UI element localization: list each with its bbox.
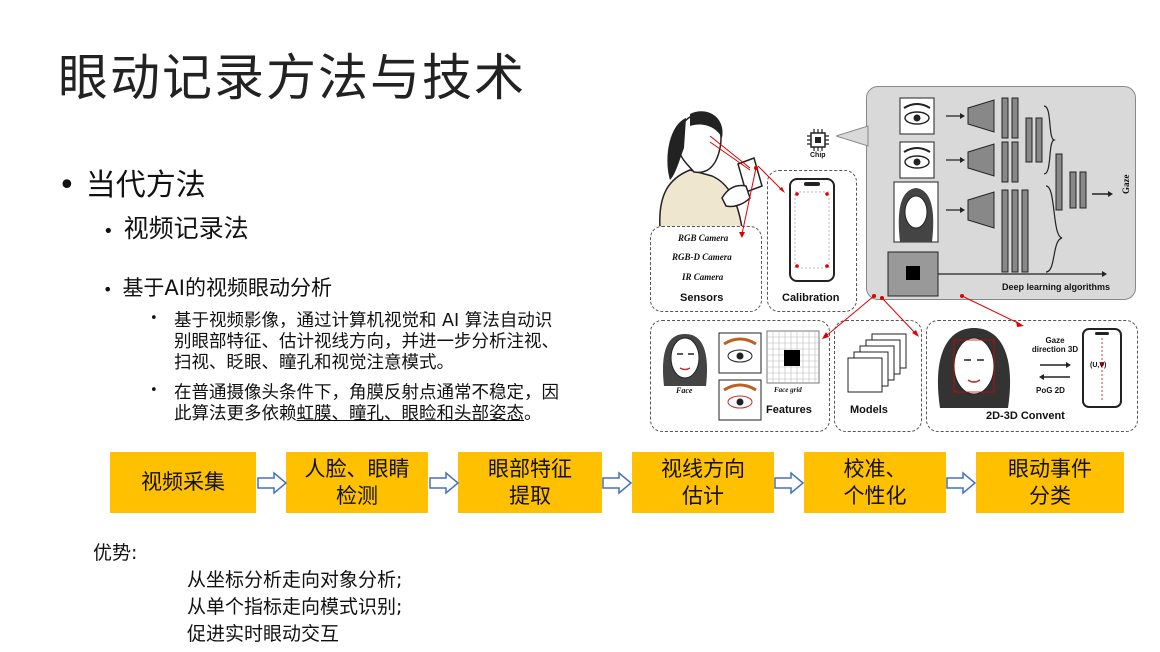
sub-bullet-1-line: 别眼部特征、估计视线方向，并进一步分析注视、 bbox=[174, 332, 559, 352]
flow-step-label: 眼动事件 bbox=[1008, 456, 1092, 481]
gaze-direction-line: Gaze bbox=[1045, 336, 1065, 345]
chip-icon bbox=[807, 129, 829, 151]
sub-bullet-1-line: 基于视频影像，通过计算机视觉和 AI 算法自动识 bbox=[174, 311, 553, 331]
cnn-architecture-icon bbox=[887, 97, 1113, 297]
face-grid-label: Face grid bbox=[774, 386, 802, 394]
flow-step-3: 眼部特征提取 bbox=[458, 452, 602, 513]
bullet-dot: • bbox=[150, 311, 158, 326]
face-landmarks-icon bbox=[937, 328, 1011, 408]
underlined-text: 虹膜、瞳孔、眼睑和头部姿态 bbox=[296, 404, 525, 424]
flow-step-2: 人脸、眼睛检测 bbox=[286, 452, 428, 513]
bidirectional-arrow-icon bbox=[1039, 362, 1071, 380]
face-icon bbox=[662, 334, 708, 386]
flow-step-label: 分类 bbox=[1029, 483, 1071, 508]
sensors-panel bbox=[650, 226, 762, 312]
text-span: 。 bbox=[524, 404, 542, 424]
stacked-models-icon bbox=[847, 333, 907, 393]
bullet-video-recording: • 视频记录法 bbox=[103, 209, 249, 245]
phone-calibration-icon bbox=[789, 178, 835, 282]
flow-arrow-icon bbox=[946, 471, 977, 495]
face-grid-icon bbox=[766, 330, 820, 384]
callout-pointer-icon bbox=[836, 125, 869, 147]
bullet-text: 视频记录法 bbox=[123, 214, 249, 243]
bullet-dot: • bbox=[103, 280, 113, 299]
sub-bullet-1-line: 扫视、眨眼、瞳孔和视觉注意模式。 bbox=[174, 353, 454, 373]
flow-step-label: 校准、 bbox=[843, 456, 907, 481]
flow-arrow-icon bbox=[602, 471, 633, 495]
bullet-ai-analysis: • 基于AI的视频眼动分析 bbox=[103, 272, 332, 302]
gaze-direction-line: direction 3D bbox=[1031, 345, 1079, 354]
convent-title: 2D-3D Convent bbox=[986, 410, 1065, 422]
models-title: Models bbox=[850, 404, 888, 416]
red-connector-arrows-icon bbox=[739, 165, 1024, 339]
sub-bullet-2-line: 在普通摄像头条件下，角膜反射点通常不稳定，因 bbox=[174, 383, 559, 403]
person-holding-phone-icon bbox=[659, 111, 763, 228]
bullet-text: 基于AI的视频眼动分析 bbox=[122, 276, 332, 300]
flow-step-label: 提取 bbox=[509, 483, 551, 508]
bullet-dot: • bbox=[58, 168, 76, 203]
page-title: 眼动记录方法与技术 bbox=[58, 49, 526, 107]
flow-step-label: 估计 bbox=[682, 483, 724, 508]
flow-step-label: 人脸、眼睛 bbox=[304, 456, 410, 481]
eye-tracking-pipeline-figure: Chip RGB Camera RGB-D Camera IR Camera S… bbox=[650, 86, 1140, 432]
flow-step-6: 眼动事件分类 bbox=[976, 452, 1124, 513]
flow-step-label: 个性化 bbox=[843, 483, 907, 508]
flow-step-1: 视频采集 bbox=[110, 452, 256, 513]
sensor-rgbd-camera: RGB-D Camera bbox=[672, 252, 732, 262]
flow-step-5: 校准、个性化 bbox=[804, 452, 946, 513]
advantage-item: 促进实时眼动交互 bbox=[187, 623, 340, 645]
flow-step-label: 检测 bbox=[336, 483, 378, 508]
sub-bullet-2-line: 此算法更多依赖虹膜、瞳孔、眼睑和头部姿态。 bbox=[174, 404, 644, 425]
bullet-dot: • bbox=[150, 383, 158, 398]
advantage-item: 从坐标分析走向对象分析; bbox=[187, 569, 403, 591]
sensors-title: Sensors bbox=[680, 292, 724, 304]
advantage-item: 从单个指标走向模式识别; bbox=[187, 596, 403, 618]
sensor-rgb-camera: RGB Camera bbox=[678, 233, 729, 243]
flow-step-label: 视频采集 bbox=[141, 470, 225, 494]
flow-step-4: 视线方向估计 bbox=[632, 452, 774, 513]
bullet-dot: • bbox=[103, 221, 114, 242]
pog-label: PoG 2D bbox=[1036, 386, 1065, 395]
flow-step-label: 眼部特征 bbox=[488, 456, 572, 481]
calibration-title: Calibration bbox=[782, 292, 840, 304]
flow-arrow-icon bbox=[429, 471, 460, 495]
advantages-label: 优势: bbox=[93, 542, 138, 564]
eye-crops-icon bbox=[718, 332, 762, 421]
flow-step-label: 视线方向 bbox=[661, 456, 745, 481]
sensor-ir-camera: IR Camera bbox=[682, 272, 724, 282]
face-label: Face bbox=[676, 386, 693, 395]
bullet-text: 当代方法 bbox=[85, 168, 206, 203]
text-span: 此算法更多依赖 bbox=[174, 404, 297, 424]
chip-label: Chip bbox=[810, 152, 826, 159]
uv-label: (U,V) bbox=[1090, 362, 1107, 369]
phone-screen-icon bbox=[1082, 328, 1122, 408]
features-title: Features bbox=[766, 404, 812, 416]
bullet-contemporary-methods: • 当代方法 bbox=[58, 160, 206, 204]
flow-arrow-icon bbox=[257, 471, 288, 495]
flow-arrow-icon bbox=[774, 471, 805, 495]
deep-learning-title: Deep learning algorithms bbox=[1002, 282, 1111, 292]
